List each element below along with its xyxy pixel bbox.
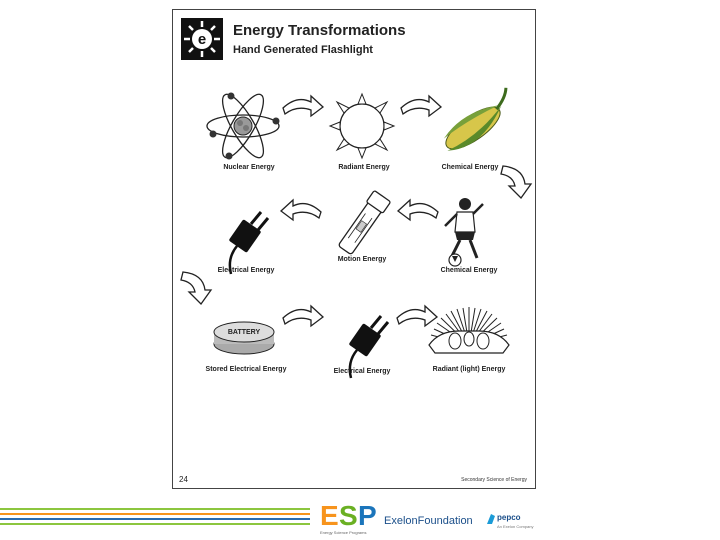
pepco-subtitle: An Exelon Company <box>497 524 534 529</box>
energy-logo: e <box>181 18 223 60</box>
soccer-player-icon <box>444 198 484 267</box>
label-motion-energy: Motion Energy <box>337 256 387 263</box>
svg-text:e: e <box>198 31 206 48</box>
label-electrical-energy-2: Electrical Energy <box>333 368 391 375</box>
page-title: Energy Transformations <box>233 22 406 39</box>
svg-text:E: E <box>320 500 340 530</box>
label-nuclear-energy: Nuclear Energy <box>223 164 275 171</box>
footer-stripes <box>0 508 310 528</box>
worksheet-page: e Energy Transformations Hand Generated … <box>172 9 536 489</box>
pepco-logo: pepco <box>497 513 521 522</box>
arrow-icon <box>396 305 438 327</box>
svg-text:S: S <box>339 500 359 530</box>
esp-logo-mark: E S P <box>320 500 378 531</box>
page-number: 24 <box>179 475 188 484</box>
arrow-icon <box>500 165 532 199</box>
exelon-foundation-logo: ExelonFoundation <box>384 515 473 527</box>
label-radiant-light-energy: Radiant (light) Energy <box>432 366 506 373</box>
label-stored-electrical-energy: Stored Electrical Energy <box>205 366 287 373</box>
page-subtitle: Hand Generated Flashlight <box>233 44 373 56</box>
energy-diagram: BATTERY <box>180 87 532 380</box>
label-radiant-energy: Radiant Energy <box>338 164 390 171</box>
arrow-icon <box>282 305 324 327</box>
arrow-icon <box>280 199 322 221</box>
svg-text:BATTERY: BATTERY <box>228 329 261 336</box>
pepco-icon <box>486 512 496 530</box>
flashlight-icon <box>338 190 391 255</box>
light-bulb-icon <box>428 307 510 354</box>
battery-icon: BATTERY <box>213 321 275 355</box>
arrow-icon <box>400 95 442 117</box>
stripe-green <box>0 508 310 510</box>
page-footer-text: Secondary Science of Energy <box>461 477 527 483</box>
corn-icon <box>443 87 508 151</box>
esp-subtitle: Energy Science Programs <box>320 530 367 535</box>
stripe-green-2 <box>0 523 310 525</box>
label-chemical-energy-corn: Chemical Energy <box>441 164 499 171</box>
arrow-icon <box>397 199 439 221</box>
stripe-orange <box>0 513 310 515</box>
arrow-icon <box>282 95 324 117</box>
arrow-icon <box>180 271 212 305</box>
sun-icon <box>328 92 396 160</box>
stripe-blue <box>0 518 310 520</box>
plug-icon <box>227 210 270 276</box>
label-chemical-energy-person: Chemical Energy <box>440 267 498 274</box>
esp-logo: E S P <box>320 500 380 537</box>
energy-sun-icon: e <box>184 21 220 57</box>
label-electrical-energy-1: Electrical Energy <box>217 267 275 274</box>
atom-icon <box>206 92 280 160</box>
svg-text:P: P <box>358 500 378 530</box>
